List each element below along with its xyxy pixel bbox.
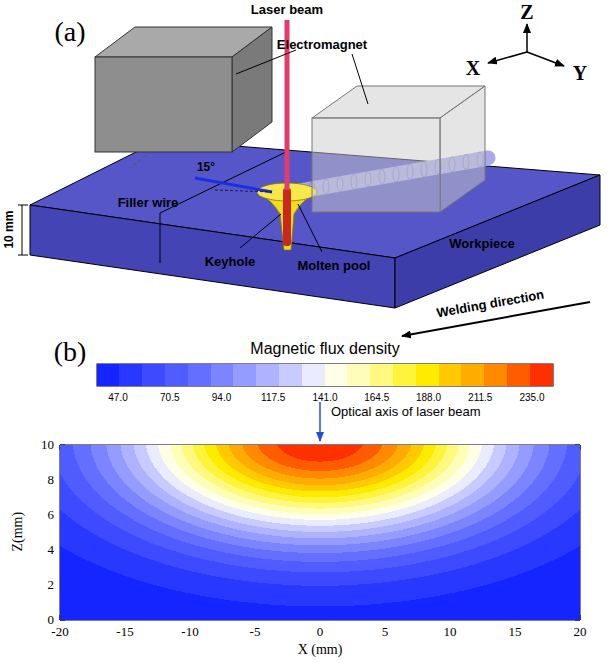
label: 47.0 [108,392,127,403]
label: (a) [54,17,85,48]
label: Y [573,62,587,84]
label: 0 [317,625,324,639]
molten-pool [257,183,317,250]
label: 164.5 [364,392,389,403]
label: -5 [250,625,261,639]
optical-axis-arrow [319,402,321,441]
label: 5 [382,625,389,639]
label: 4 [48,543,55,557]
label: 117.5 [261,392,285,403]
label: Magnetic flux density [250,340,399,358]
label: 2 [48,578,55,592]
contour-plot [60,445,580,620]
label: 15° [197,161,215,174]
label: -20 [51,625,68,639]
label: 70.5 [160,392,179,403]
electromagnet-box [95,27,272,168]
label: 10 [41,438,54,452]
label: Filler wire [118,196,179,210]
label: 211.5 [468,392,492,403]
label: 94.0 [212,392,231,403]
angle-line [215,190,272,192]
label: 20 [574,625,587,639]
plot-axes [60,445,580,620]
electromagnet-box-transparent [312,86,485,212]
label: Electromagnet [277,38,367,52]
label: 10 [444,625,457,639]
label: X [466,57,480,79]
leader-lines [236,50,368,252]
label: Workpiece [449,237,515,251]
label: 15 [509,625,522,639]
label: Optical axis of laser beam [331,405,481,419]
filler-wire [195,178,272,192]
label: (b) [54,337,87,368]
label: 10 mm [3,211,16,249]
colorbar-frame [97,364,553,386]
label: 188.0 [416,392,441,403]
label: 141.0 [312,392,337,403]
label: Z [520,1,533,23]
label: 235.0 [519,392,544,403]
label: 8 [48,473,55,487]
label: 6 [48,508,55,522]
keyhole [283,188,291,246]
label: Welding direction [435,288,545,321]
label: X (mm) [298,642,343,657]
thickness-dimension [18,205,28,255]
label: -15 [116,625,133,639]
label: Molten pool [298,259,371,273]
label: Z(mm) [10,512,25,552]
colorbar [97,364,553,386]
label: Laser beam [251,3,323,17]
axis-triad [488,24,564,66]
label: Keyhole [205,255,256,269]
label: -10 [181,625,198,639]
